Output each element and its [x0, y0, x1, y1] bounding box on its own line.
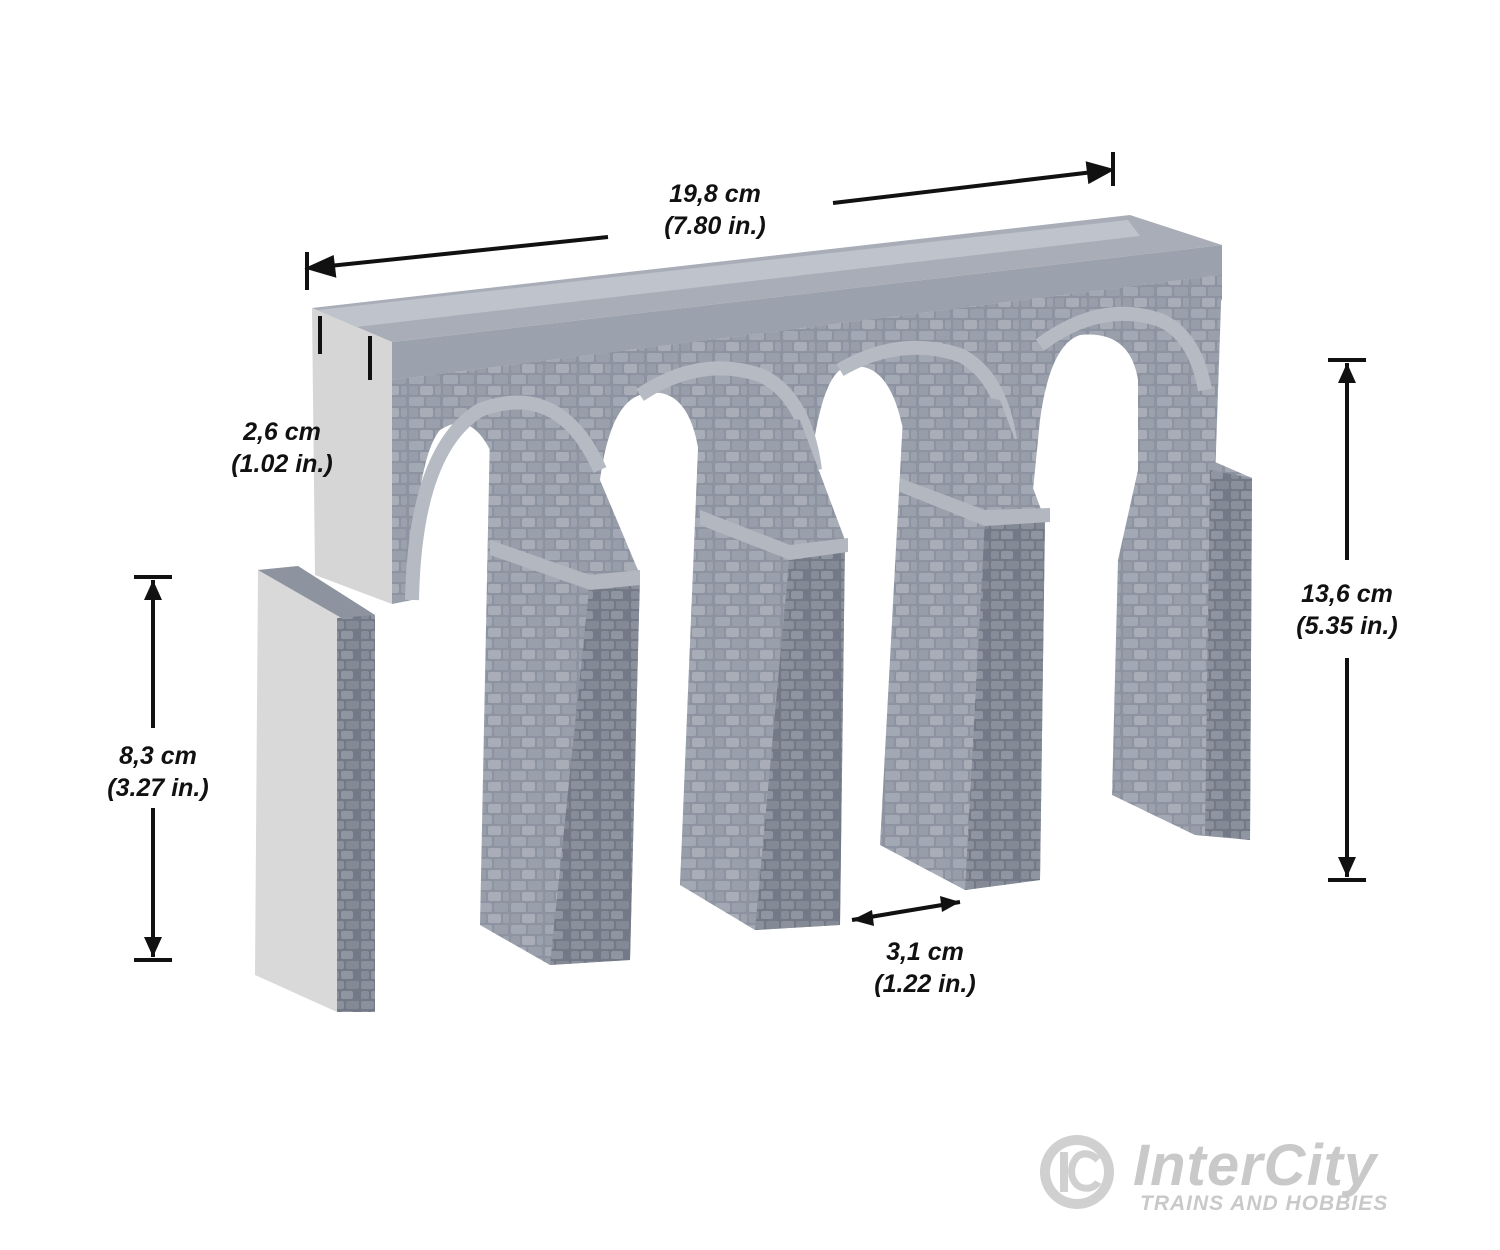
- deck-thickness-label: 2,6 cm (1.02 in.): [212, 416, 352, 480]
- abutment-height-imperial: (3.27 in.): [107, 774, 209, 802]
- pier-width-label: 3,1 cm (1.22 in.): [855, 936, 995, 1000]
- intercity-logo-name: InterCity: [1133, 1133, 1378, 1198]
- pier-2: [680, 400, 848, 930]
- abutment-height-metric: 8,3 cm: [119, 742, 197, 770]
- total-height-dimension-line: [1328, 358, 1366, 882]
- length-imperial: (7.80 in.): [664, 212, 766, 240]
- abutment-height-label: 8,3 cm (3.27 in.): [88, 740, 228, 804]
- pier-width-dimension-line: [851, 896, 961, 926]
- deck-thickness-ticks: [318, 316, 372, 380]
- end-abutment-right: [1112, 462, 1252, 840]
- length-label: 19,8 cm (7.80 in.): [640, 178, 790, 242]
- intercity-logo-emblem: [1040, 1135, 1114, 1209]
- abutment-block: [255, 566, 375, 1012]
- abutment-height-dimension-line: [134, 575, 172, 962]
- deck-end-face: [312, 308, 412, 604]
- pier-width-imperial: (1.22 in.): [874, 970, 976, 998]
- pier-1: [480, 430, 640, 965]
- pier-width-metric: 3,1 cm: [886, 938, 964, 966]
- intercity-logo-tagline: TRAINS AND HOBBIES: [1140, 1192, 1389, 1215]
- total-height-imperial: (5.35 in.): [1296, 612, 1398, 640]
- deck-thickness-imperial: (1.02 in.): [231, 450, 333, 478]
- length-dimension-line: [304, 152, 1116, 290]
- length-metric: 19,8 cm: [669, 180, 761, 208]
- deck-thickness-metric: 2,6 cm: [243, 418, 321, 446]
- total-height-metric: 13,6 cm: [1301, 580, 1393, 608]
- total-height-label: 13,6 cm (5.35 in.): [1277, 578, 1417, 642]
- pier-3: [880, 380, 1050, 890]
